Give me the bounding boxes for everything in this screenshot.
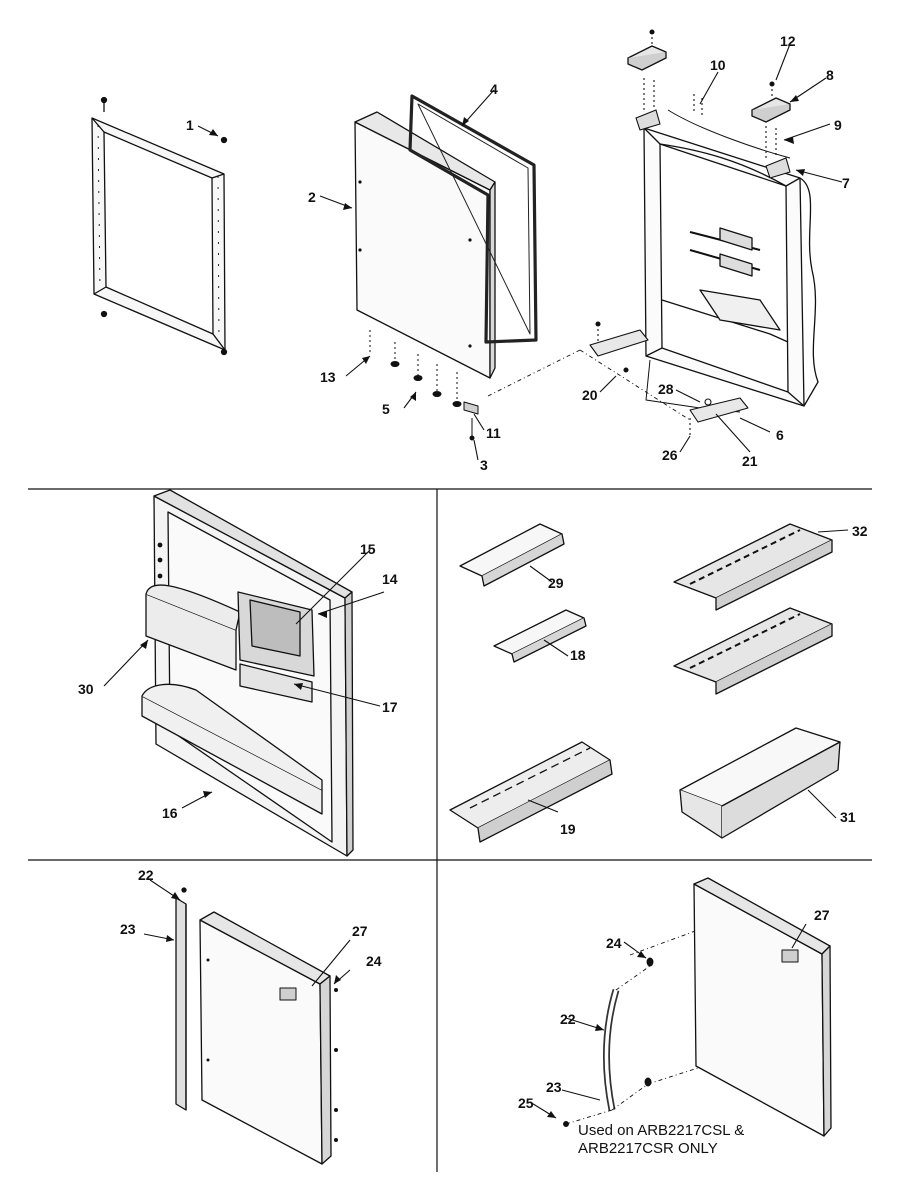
refrigerator-cabinet xyxy=(643,109,819,413)
arrowheads xyxy=(140,95,805,1118)
door-shelf-30 xyxy=(145,584,241,671)
callout-13: 13 xyxy=(320,369,336,385)
handle-screws xyxy=(563,929,699,1127)
callout-17: 17 xyxy=(382,699,398,715)
callout-labels: 1 2 3 4 5 6 7 8 9 10 11 12 13 14 15 16 1… xyxy=(78,33,868,1111)
callout-7: 7 xyxy=(842,175,850,191)
callout-14: 14 xyxy=(382,571,398,587)
callout-15: 15 xyxy=(360,541,376,557)
handle-rail-22 xyxy=(175,887,187,1111)
callout-24a: 24 xyxy=(606,935,622,951)
lower-door-panel xyxy=(199,911,338,1165)
egg-tray-29 xyxy=(459,523,565,587)
door-liner-frame xyxy=(91,96,228,356)
model-note: Used on ARB2217CSL & ARB2217CSR ONLY xyxy=(578,1122,828,1158)
lower-door-panel-csl xyxy=(693,877,832,1137)
model-note-line-1: Used on ARB2217CSL & xyxy=(578,1122,745,1139)
callout-22b: 22 xyxy=(560,1011,576,1027)
lower-hinge-assembly xyxy=(487,321,749,436)
hinge-covers xyxy=(627,45,791,123)
callout-6: 6 xyxy=(776,427,784,443)
door-shelf-16 xyxy=(141,683,323,815)
door-bin-17 xyxy=(239,663,313,703)
callout-5: 5 xyxy=(382,401,390,417)
callout-2: 2 xyxy=(308,189,316,205)
callout-27b: 27 xyxy=(814,907,830,923)
hinges xyxy=(635,29,791,179)
callout-23b: 23 xyxy=(546,1079,562,1095)
door-panel xyxy=(354,111,496,379)
callout-27a: 27 xyxy=(352,923,368,939)
callout-22a: 22 xyxy=(138,867,154,883)
callout-24b: 24 xyxy=(366,953,382,969)
ice-tray-lower xyxy=(673,607,833,695)
callout-9: 9 xyxy=(834,117,842,133)
egg-tray-19 xyxy=(449,741,613,843)
callout-23a: 23 xyxy=(120,921,136,937)
storage-bin-31 xyxy=(679,727,841,839)
door-hardware xyxy=(369,330,479,441)
callout-10: 10 xyxy=(710,57,726,73)
ice-tray-upper xyxy=(673,523,833,611)
callout-26: 26 xyxy=(662,447,678,463)
callout-4: 4 xyxy=(490,81,498,97)
callout-19: 19 xyxy=(560,821,576,837)
section-dividers xyxy=(28,488,872,1172)
model-note-line-2: ARB2217CSR ONLY xyxy=(578,1140,718,1157)
callout-8: 8 xyxy=(826,67,834,83)
callout-31: 31 xyxy=(840,809,856,825)
door-gasket xyxy=(408,94,538,344)
callout-16: 16 xyxy=(162,805,178,821)
callout-32: 32 xyxy=(852,523,868,539)
dairy-compartment-15 xyxy=(237,591,315,677)
callout-11: 11 xyxy=(486,425,501,441)
callout-3: 3 xyxy=(480,457,488,473)
callout-29: 29 xyxy=(548,575,564,591)
callout-30: 30 xyxy=(78,681,94,697)
callout-18: 18 xyxy=(570,647,586,663)
callout-12: 12 xyxy=(780,33,796,49)
callout-20: 20 xyxy=(582,387,598,403)
callout-1: 1 xyxy=(186,117,194,133)
callout-21: 21 xyxy=(742,453,758,469)
callout-25: 25 xyxy=(518,1095,534,1111)
callout-28: 28 xyxy=(658,381,674,397)
curved-handle-22 xyxy=(602,988,620,1111)
